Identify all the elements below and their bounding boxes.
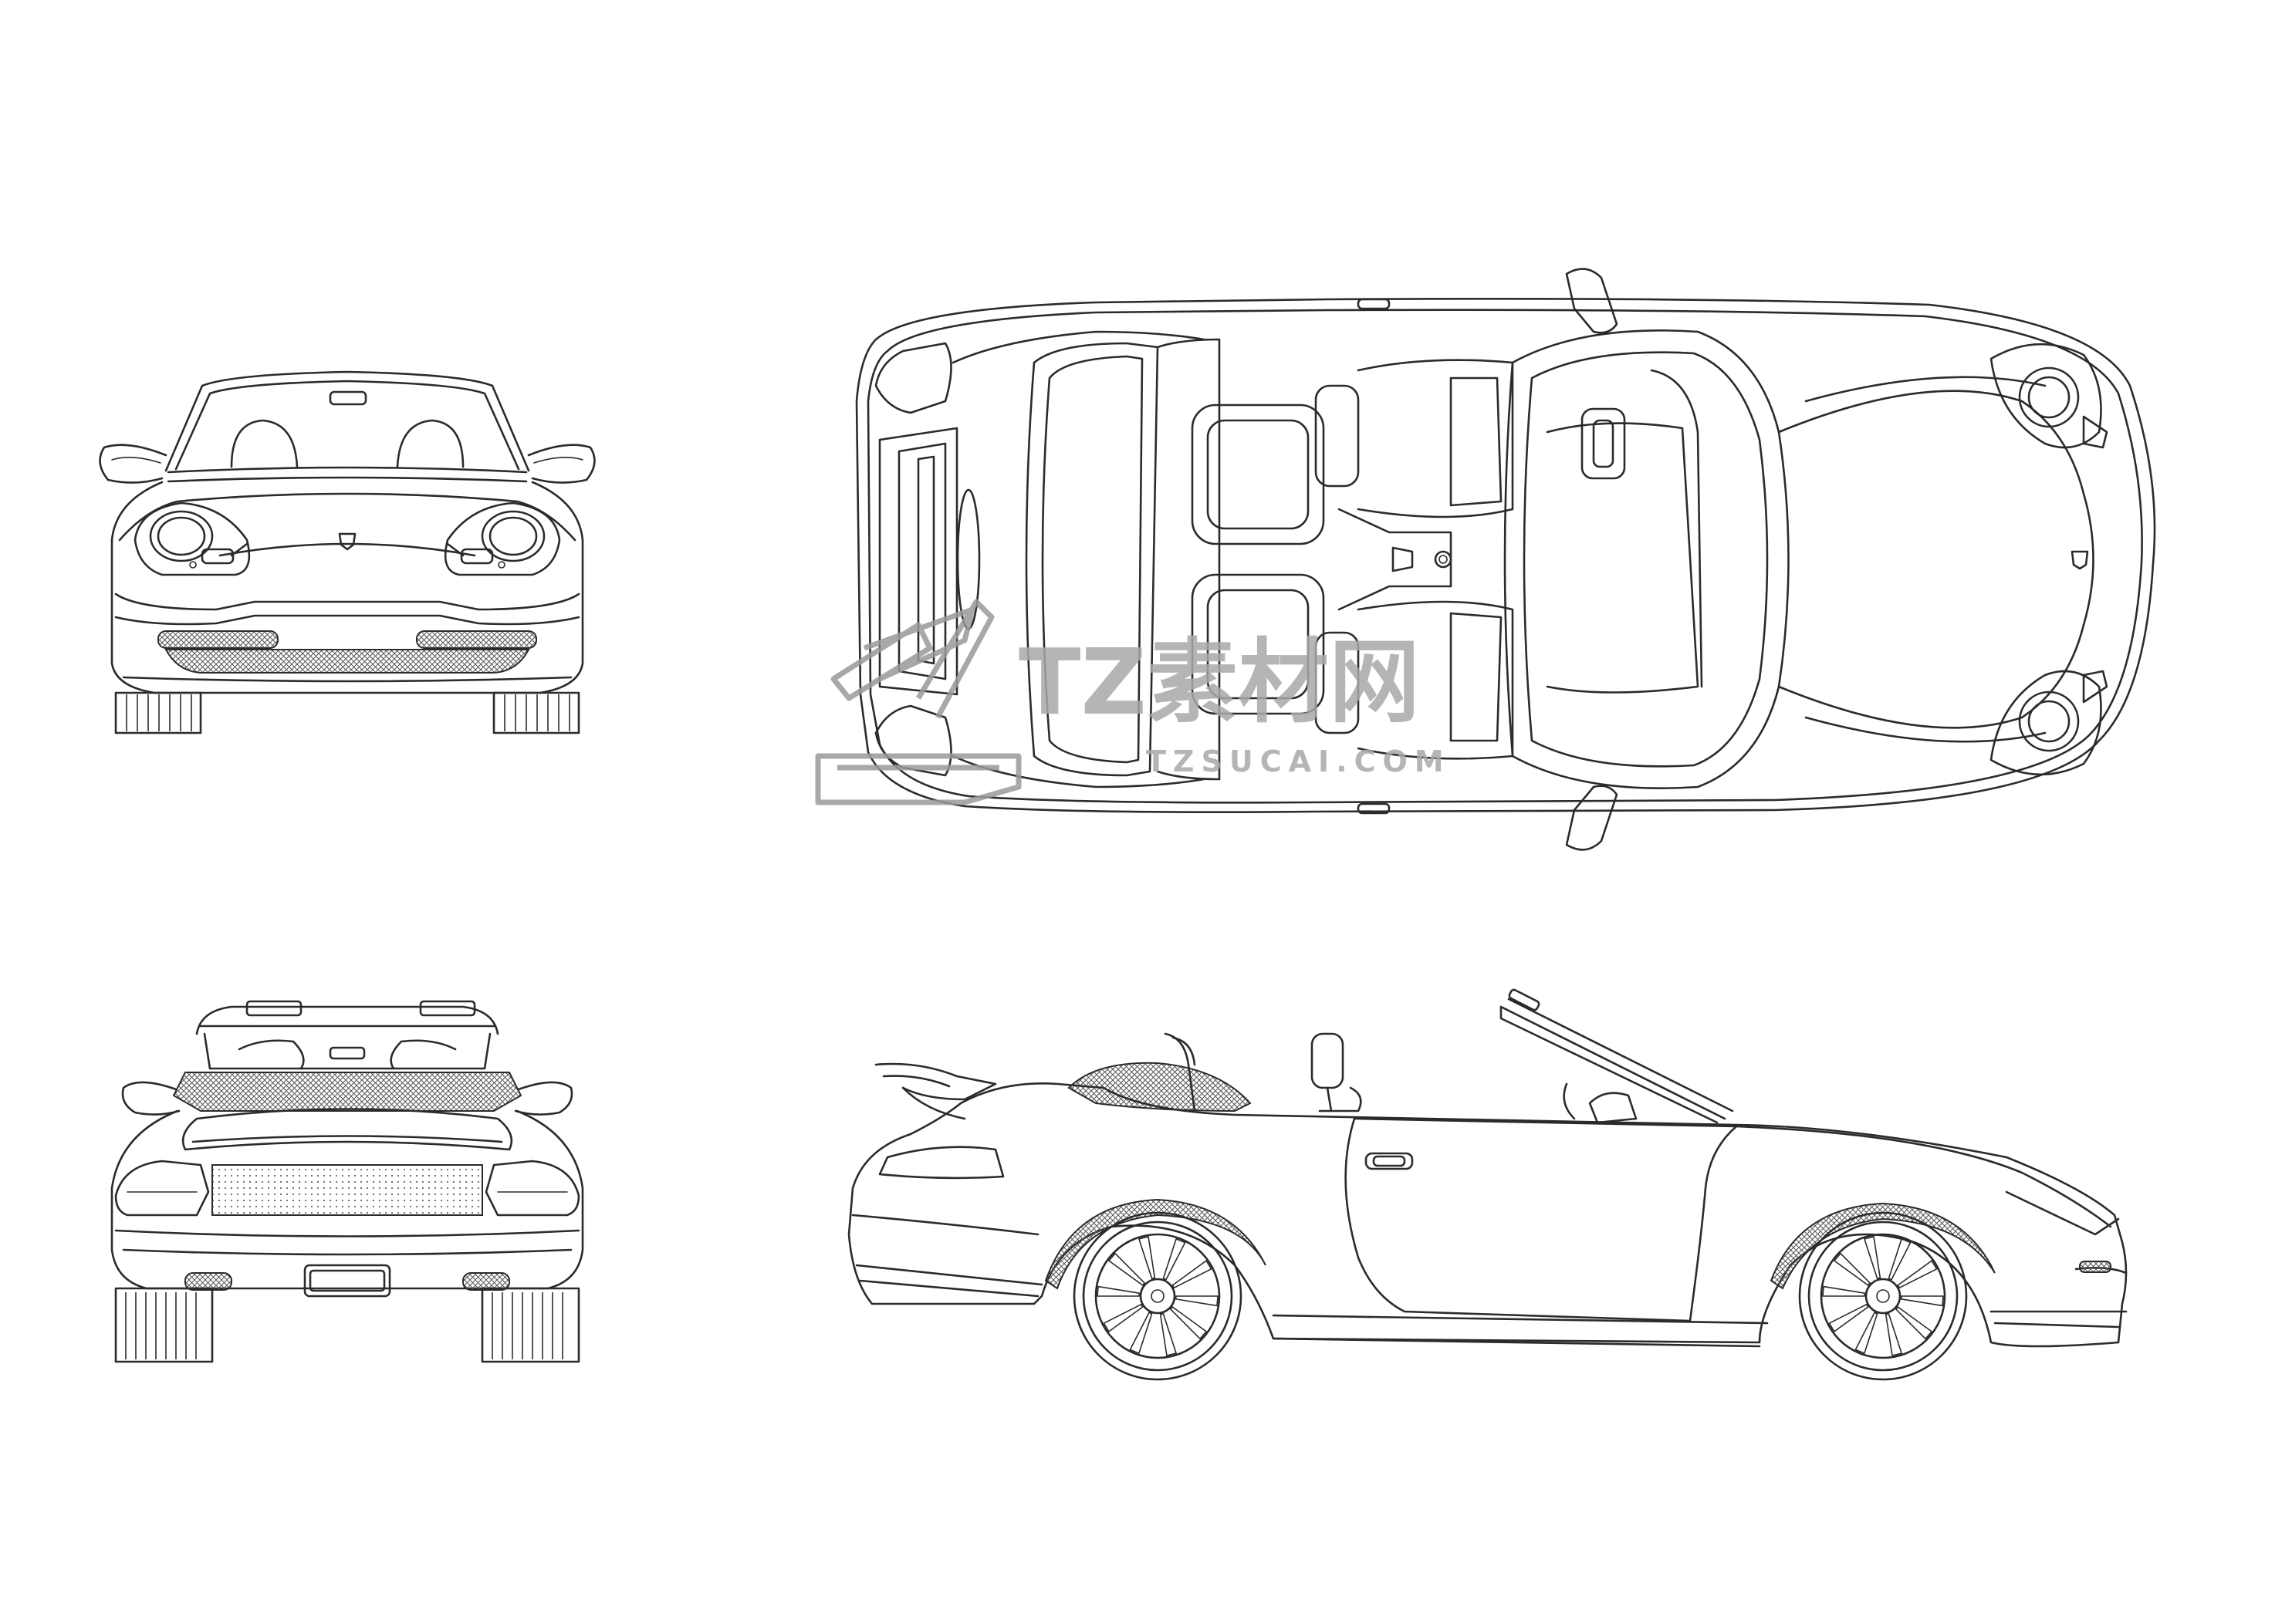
wheel-spoke xyxy=(1900,1295,1944,1307)
rear-view xyxy=(110,1000,584,1363)
wheel-spoke xyxy=(1097,1285,1141,1297)
wheel-spoke xyxy=(1888,1238,1912,1281)
wheel-spoke xyxy=(1108,1252,1145,1286)
watermark-logo-text: TZ素材网 xyxy=(1019,629,1420,735)
wheel-spoke xyxy=(1159,1313,1177,1356)
wheel-spoke xyxy=(1103,1304,1144,1332)
wheel-spoke xyxy=(1828,1304,1869,1332)
wheel-spoke xyxy=(1138,1236,1156,1279)
wheel-spoke xyxy=(1834,1252,1871,1286)
front-view xyxy=(99,370,596,734)
wheel-spoke xyxy=(1854,1312,1878,1354)
wheel-spoke xyxy=(1885,1313,1902,1356)
wheel-spoke xyxy=(1162,1238,1186,1281)
wheel-spoke xyxy=(1170,1306,1207,1340)
wheel-spoke xyxy=(1864,1236,1881,1279)
top-view xyxy=(855,268,2156,851)
wheel-spoke xyxy=(1895,1306,1932,1340)
wheel-spoke xyxy=(1175,1295,1219,1307)
wheel-spoke xyxy=(1897,1260,1938,1288)
wheel-spoke xyxy=(1822,1285,1866,1297)
side-view xyxy=(847,988,2128,1381)
watermark-url-text: TZSUCAI.COM xyxy=(1146,744,1451,778)
wheel-spoke xyxy=(1171,1260,1212,1288)
wheel-spoke xyxy=(1129,1312,1153,1354)
watermark: TZ素材网 TZSUCAI.COM xyxy=(815,599,1451,805)
